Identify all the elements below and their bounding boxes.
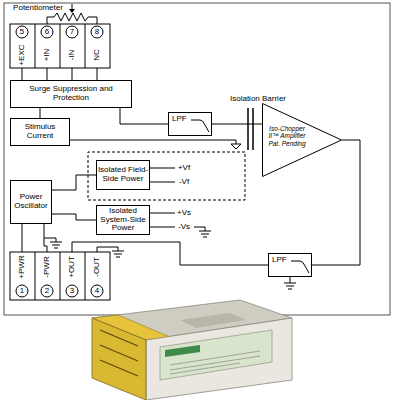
diagram-label: 8	[95, 28, 99, 36]
product-photo	[92, 300, 292, 400]
system-power-wires	[150, 213, 175, 227]
pin-name: -OUT	[93, 257, 101, 277]
diagram-label: 4	[95, 287, 99, 295]
connector-wire	[40, 108, 41, 118]
filter-curve	[191, 120, 209, 132]
filter-symbol	[269, 254, 313, 278]
connector-wire	[52, 175, 96, 190]
node-text: Power Oscillator	[11, 193, 51, 211]
terminal-screw	[91, 285, 103, 297]
field-ground-symbol	[231, 144, 241, 149]
process-box: Stimulus Current	[10, 118, 70, 146]
diagram-label: +Vs	[177, 209, 191, 217]
diagram-label: -Vf	[179, 178, 189, 186]
node-text: LPF	[172, 115, 187, 124]
protection-box: Surge Suppression and Protection	[10, 80, 132, 108]
diagram-label: 7	[70, 28, 74, 36]
field-side-boundary	[88, 152, 245, 200]
filter-curve	[291, 261, 309, 273]
diagram-label: Isolation Barrier	[230, 95, 286, 103]
power-wires	[22, 224, 47, 252]
pin-name: +OUT	[68, 256, 76, 278]
node-text: LPF	[272, 256, 287, 265]
terminal-screw	[16, 26, 28, 38]
terminal-screw	[41, 285, 53, 297]
diagram-label: +Vf	[178, 164, 190, 172]
earth-ground-symbol	[97, 247, 124, 257]
node-text: Isolated Field-Side Power	[97, 166, 149, 184]
diagram-frame	[4, 3, 390, 315]
node-text: Iso-Chopper II™ Amplifier Pat. Pending	[266, 125, 308, 147]
amplifier-triangle: Iso-Chopper II™ Amplifier Pat. Pending	[262, 103, 342, 177]
node-text: Surge Suppression and Protection	[11, 85, 131, 103]
node-text: Stimulus Current	[11, 123, 69, 141]
filter-symbol	[169, 113, 213, 137]
connector-wire	[312, 140, 360, 265]
terminal-screw	[41, 26, 53, 38]
terminal-divider	[35, 24, 85, 68]
connector-wire	[52, 214, 96, 220]
earth-ground-symbol	[194, 227, 211, 237]
field-power-wires	[150, 168, 175, 182]
diagram-label: 6	[45, 28, 49, 36]
diagram-label: Potentiometer	[13, 4, 63, 12]
connector-wire	[120, 108, 168, 124]
input-wires	[22, 68, 97, 80]
pin-name: +PWR	[18, 255, 26, 278]
terminal-divider	[35, 252, 85, 300]
terminal-block	[10, 24, 110, 68]
diagram-label: 1	[20, 287, 24, 295]
pin-name: -PWR	[43, 256, 51, 277]
terminal-screw	[66, 285, 78, 297]
earth-ground-symbol	[44, 238, 62, 248]
earth-ground-symbol	[284, 277, 296, 289]
terminal-screw	[66, 26, 78, 38]
diagram-label: 2	[45, 287, 49, 295]
power-box: Isolated System-Side Power	[96, 205, 150, 235]
diagram-label: 3	[70, 287, 74, 295]
diagram-label: -Vs	[178, 223, 190, 231]
pin-name: +EXC	[18, 44, 26, 65]
pin-name: +IN	[43, 49, 51, 62]
output-wire	[72, 242, 268, 265]
terminal-screw	[16, 285, 28, 297]
oscillator-box: Power Oscillator	[10, 180, 52, 224]
terminal-block	[10, 252, 110, 300]
node-text: Isolated System-Side Power	[97, 207, 149, 234]
filter-box: LPF	[168, 112, 212, 136]
pin-name: NC	[93, 49, 101, 61]
diagram-label: 5	[20, 28, 24, 36]
pin-name: -IN	[68, 50, 76, 61]
filter-box: LPF	[268, 253, 312, 277]
terminal-screw	[91, 26, 103, 38]
amplifier-shape	[263, 104, 342, 177]
isolation-barrier	[248, 108, 253, 150]
connector-wire	[212, 124, 262, 125]
stimulus-wire	[70, 140, 236, 144]
wiper-arrow	[69, 9, 75, 13]
potentiometer-symbol	[47, 13, 97, 24]
power-box: Isolated Field-Side Power	[96, 160, 150, 190]
